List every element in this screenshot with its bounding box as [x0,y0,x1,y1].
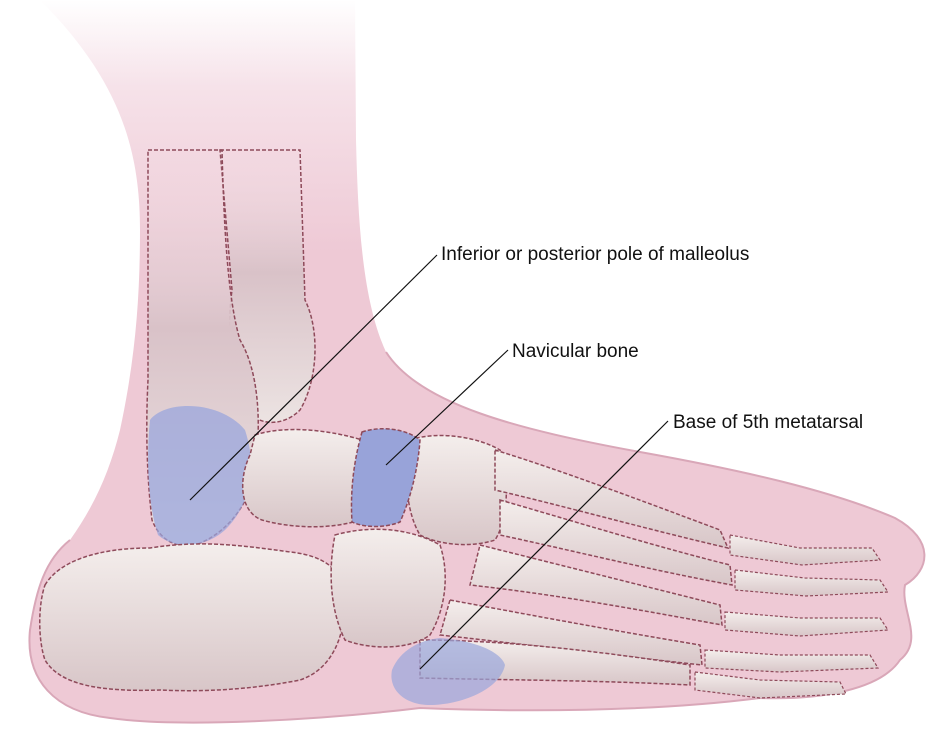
cuboid [331,529,445,647]
label-fifth-metatarsal-base: Base of 5th metatarsal [673,413,863,432]
label-navicular-bone: Navicular bone [512,342,639,361]
talus [243,430,370,527]
cuneiform-bones [407,435,507,544]
calcaneus [40,544,345,691]
label-malleolus: Inferior or posterior pole of malleolus [441,245,749,264]
